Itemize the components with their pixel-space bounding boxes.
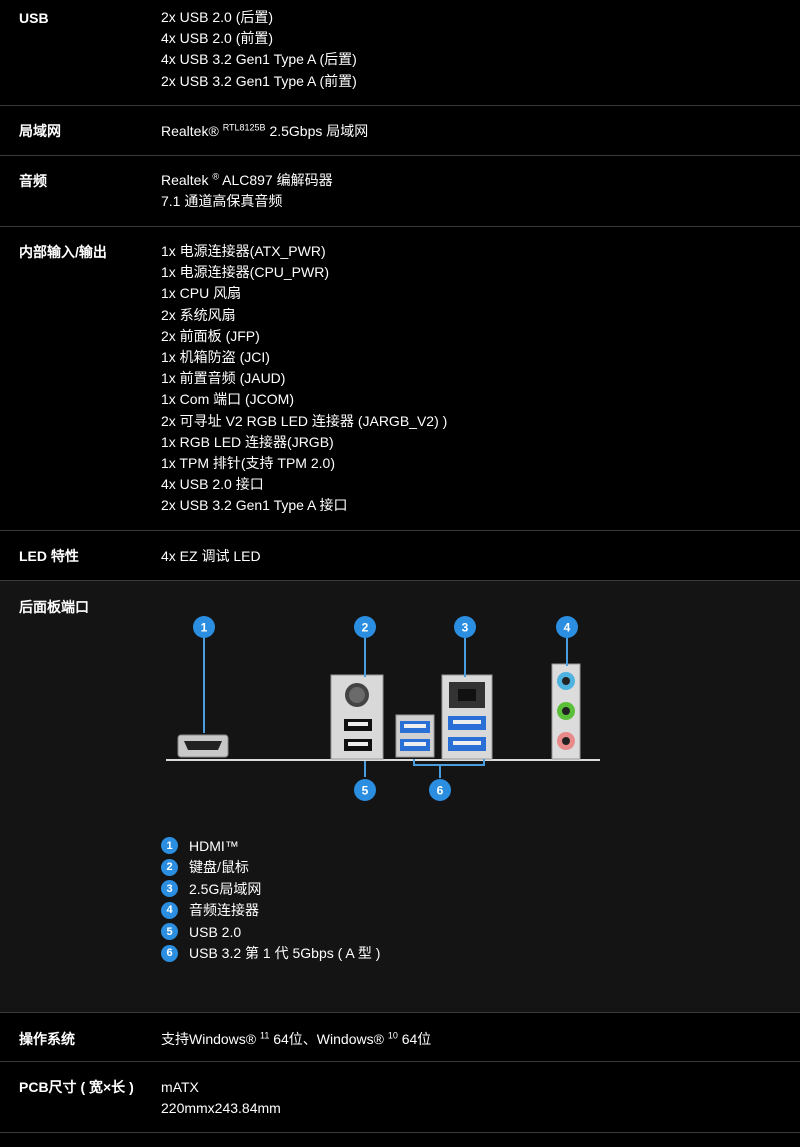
spec-line: 4x USB 2.0 接口 [161,476,264,493]
spec-value: Realtek ® ALC897 编解码器 7.1 通道高保真音频 [161,170,333,212]
callout-number: 5 [362,784,369,798]
legend-item: 4 音频连接器 [161,900,380,922]
spec-line: 1x TPM 排针(支持 TPM 2.0) [161,455,335,472]
os-sup-11: 11 [260,1030,270,1041]
legend-item: 3 2.5G局域网 [161,878,380,900]
os-bits: 64位 [401,1031,432,1047]
legend-item: 5 USB 2.0 [161,921,380,943]
spec-row-audio: 音频 Realtek ® ALC897 编解码器 7.1 通道高保真音频 [0,156,800,227]
spec-value: mATX 220mmx243.84mm [161,1077,281,1119]
rear-panel-diagram: 1 2 3 4 5 6 [166,616,600,801]
legend-number-badge: 3 [161,880,178,898]
spec-row-usb: USB 2x USB 2.0 (后置) 4x USB 2.0 (前置) 4x U… [0,0,800,106]
ps2-usb2-stack-icon [330,674,384,760]
spec-value: 支持Windows® 11 64位、Windows® 10 64位 [161,1029,431,1050]
hdmi-port-icon [177,734,229,758]
spec-line: 1x 前置音频 (JAUD) [161,370,286,387]
legend-text: HDMI™ [189,837,239,854]
spec-row-internal-io: 内部输入/输出 1x 电源连接器(ATX_PWR) 1x 电源连接器(CPU_PW… [0,227,800,531]
legend-number-badge: 5 [161,923,178,941]
spec-value: 1x 电源连接器(ATX_PWR) 1x 电源连接器(CPU_PWR) 1x CPU… [161,241,447,517]
callout-number: 1 [201,621,208,635]
lan-brand: Realtek® [161,123,219,139]
callout-lines [203,636,568,778]
spec-line: 2x 可寻址 V2 RGB LED 连接器 (JARGB_V2) ) [161,412,448,429]
legend-text: USB 2.0 [189,923,242,940]
spec-line: 2x 系统风扇 [161,306,236,323]
spec-value: 4x EZ 调试 LED [161,548,261,564]
legend-text: 键盘/鼠标 [189,859,249,876]
spec-value: 2x USB 2.0 (后置) 4x USB 2.0 (前置) 4x USB 3… [161,7,357,92]
audio-brand: Realtek [161,172,209,188]
legend-text: 音频连接器 [189,902,259,919]
callout-badge-3: 3 [454,616,476,638]
legend-number-badge: 2 [161,858,178,876]
callout-number: 2 [362,621,369,635]
spec-line: 4x USB 2.0 (前置) [161,30,274,47]
spec-label: LED 特性 [19,548,79,564]
spec-line: 2x USB 3.2 Gen1 Type A (前置) [161,72,357,89]
spec-line: 1x 电源连接器(CPU_PWR) [161,264,330,281]
spec-label: USB [19,10,49,26]
spec-label: 音频 [19,173,47,189]
spec-row-rear-panel: 后面板端口 [0,581,800,1013]
legend-number-badge: 6 [161,944,178,962]
legend-text: 2.5G局域网 [189,880,262,897]
spec-line: 2x USB 3.2 Gen1 Type A 接口 [161,497,348,514]
callout-badge-5: 5 [354,779,376,801]
spec-line: 1x 电源连接器(ATX_PWR) [161,243,326,259]
spec-line: 1x CPU 风扇 [161,285,242,302]
audio-reg: ® [212,171,219,182]
callout-badge-2: 2 [354,616,376,638]
spec-line: 4x USB 3.2 Gen1 Type A (后置) [161,51,357,68]
spec-label: 后面板端口 [19,599,89,615]
lan-speed: 2.5Gbps 局域网 [269,123,369,139]
spec-label: 内部输入/输出 [19,244,107,260]
legend-item: 1 HDMI™ [161,835,380,857]
spec-line: 2x 前面板 (JFP) [161,327,260,344]
callout-number: 6 [437,784,444,798]
spec-line: 2x USB 2.0 (后置) [161,9,274,25]
spec-line: 1x Com 端口 (JCOM) [161,391,294,408]
callout-badge-4: 4 [556,616,578,638]
spec-row-lan: 局域网 Realtek® RTL8125B 2.5Gbps 局域网 [0,106,800,156]
legend-number-badge: 4 [161,901,178,919]
spec-row-os: 操作系统 支持Windows® 11 64位、Windows® 10 64位 [0,1013,800,1062]
legend-number-badge: 1 [161,837,178,855]
audio-jacks-icon [551,663,581,760]
spec-label: 操作系统 [19,1031,75,1047]
callout-badge-6: 6 [429,779,451,801]
usb3-dual-icon [395,714,435,758]
spec-row-pcb: PCB尺寸 ( 宽×长 ) mATX 220mmx243.84mm [0,1062,800,1133]
os-win11: 支持Windows® [161,1031,257,1047]
rear-panel-legend: 1 HDMI™ 2 键盘/鼠标 3 2.5G局域网 4 音频连接器 5 USB 2.0 6 USB 3… [161,835,380,964]
legend-text: USB 3.2 第 1 代 5Gbps ( A 型 ) [189,945,381,962]
spec-line: 7.1 通道高保真音频 [161,193,283,210]
spec-value: Realtek® RTL8125B 2.5Gbps 局域网 [161,121,368,142]
callout-badge-1: 1 [193,616,215,638]
lan-chip: RTL8125B [222,122,266,133]
spec-row-led: LED 特性 4x EZ 调试 LED [0,531,800,581]
os-sup-10: 10 [387,1030,398,1041]
legend-item: 2 键盘/鼠标 [161,857,380,879]
spec-line: 1x RGB LED 连接器(JRGB) [161,433,334,450]
spec-line: 1x 机箱防盗 (JCI) [161,349,270,366]
spec-line: 220mmx243.84mm [161,1100,281,1117]
spec-label: 局域网 [19,123,61,139]
callout-number: 4 [564,621,571,635]
lan-usb3-stack-icon [441,674,493,760]
os-win10: 64位、Windows® [273,1031,384,1047]
audio-codec: ALC897 编解码器 [222,172,333,188]
callout-number: 3 [462,621,469,635]
spec-label: PCB尺寸 ( 宽×长 ) [19,1079,134,1095]
spec-line: mATX [161,1079,199,1095]
legend-item: 6 USB 3.2 第 1 代 5Gbps ( A 型 ) [161,943,380,965]
